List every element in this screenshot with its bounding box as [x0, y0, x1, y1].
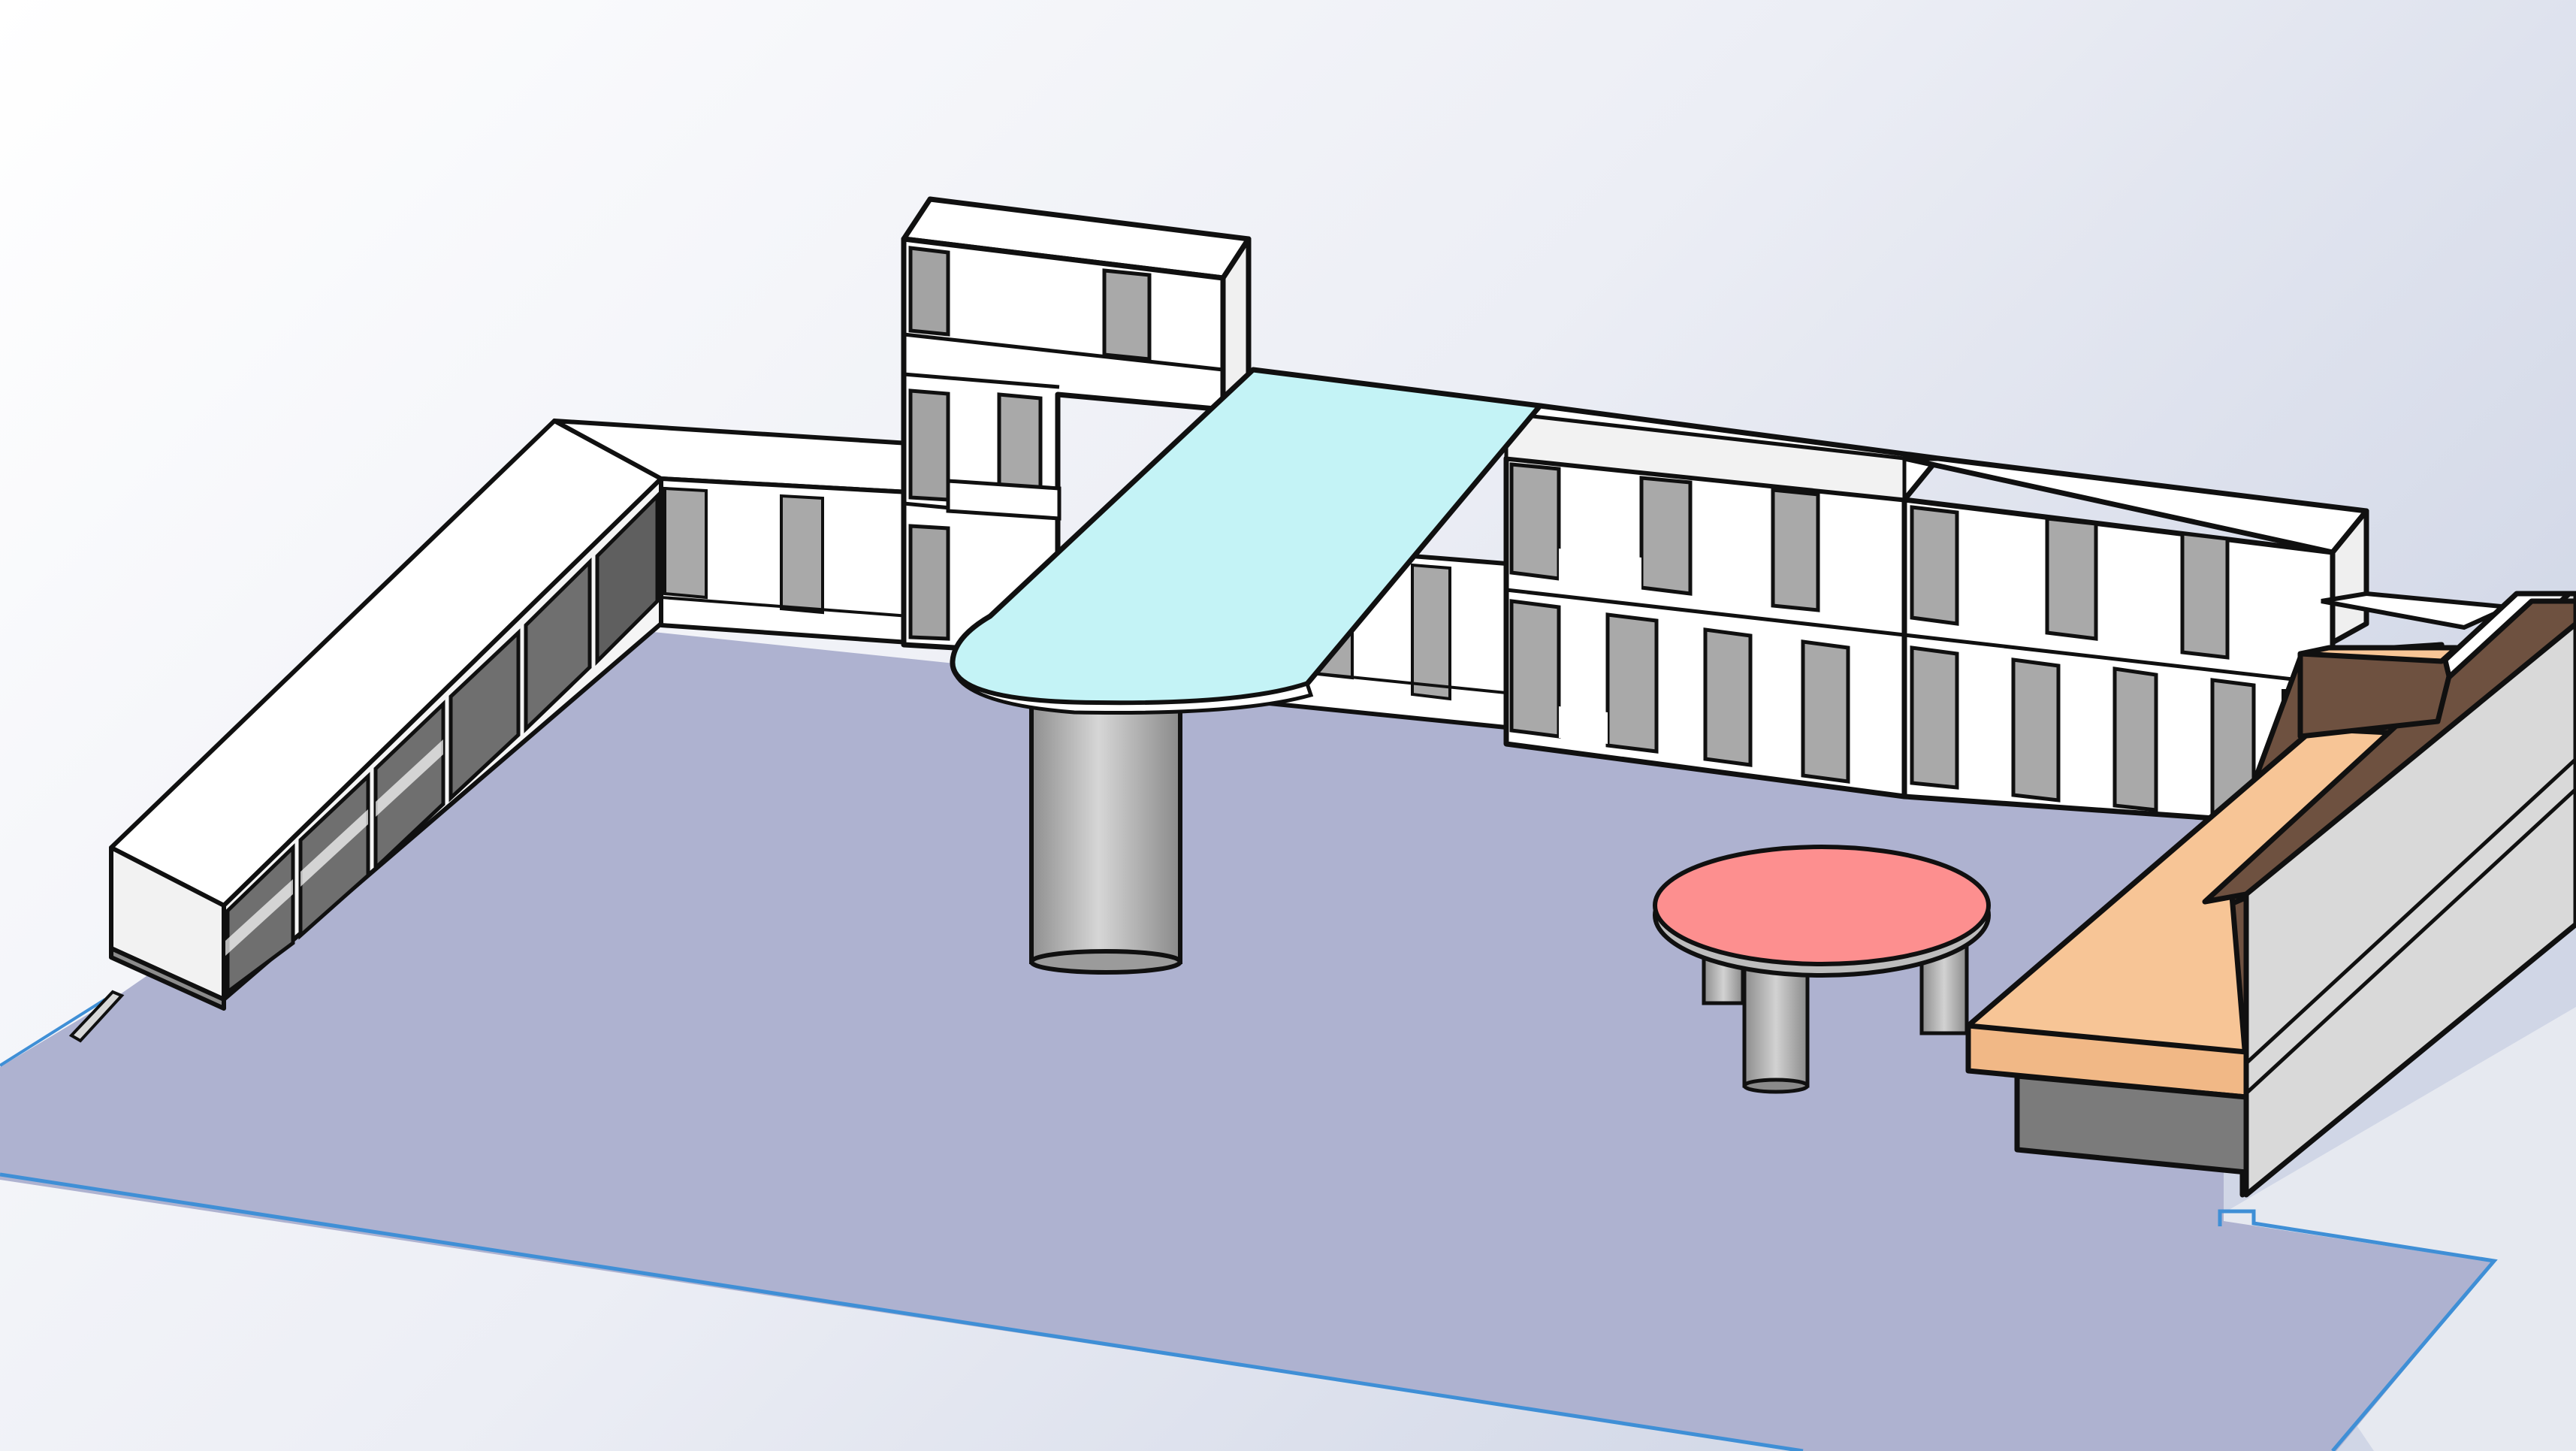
- coffee-table-top: [1653, 845, 1991, 966]
- tall-bookcase-cubbies: [903, 246, 1224, 641]
- left-shelf-leveler: [68, 990, 125, 1043]
- peninsula-table-top-edge: [950, 661, 1314, 715]
- peninsula-table-pedestal-base: [1029, 949, 1182, 975]
- bench-armrest-top: [2297, 645, 2460, 664]
- corner-bench-sofa[interactable]: [1965, 591, 2576, 1198]
- peninsula-table[interactable]: [950, 367, 1543, 975]
- bench-panel-seam-2: [2245, 787, 2576, 1095]
- floor-edge-front: [0, 1172, 1804, 1451]
- bench-panel-seam-1: [2245, 757, 2576, 1065]
- left-shelf-plinth: [109, 946, 226, 1011]
- floor-edge-left: [0, 998, 107, 1067]
- left-shelf-cubbies: [225, 491, 660, 996]
- left-cubby-3: [373, 700, 445, 872]
- left-cubby-5: [524, 558, 592, 733]
- floor-plate[interactable]: [0, 631, 2494, 1451]
- coffee-table-leg-front-foot: [1742, 1078, 1810, 1094]
- left-cubby-6: [595, 491, 660, 667]
- left-cubby-2: [298, 772, 370, 940]
- left-shelf-shadow-floor: [225, 739, 443, 956]
- floor-edge-right: [2218, 1209, 2498, 1451]
- unit-a-cubbies: [1505, 462, 1905, 784]
- left-cubby-4: [448, 628, 521, 803]
- peninsula-table-pedestal: [1029, 700, 1182, 964]
- round-coffee-table[interactable]: [1653, 845, 1991, 1094]
- bench-back-cushion-top: [2202, 598, 2576, 905]
